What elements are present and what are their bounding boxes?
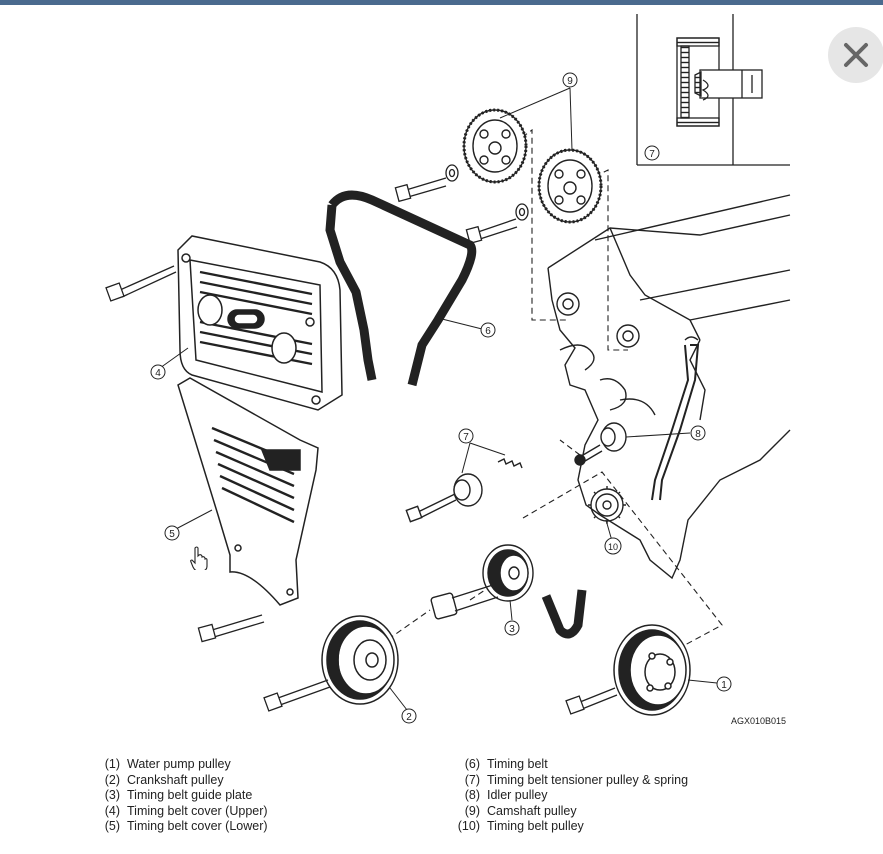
- camshaft-pulley-1: [462, 108, 528, 184]
- legend-item: (2)Crankshaft pulley: [104, 772, 224, 787]
- idler-pulley: [574, 422, 627, 466]
- window-top-bar: [0, 0, 883, 5]
- inset-callout: 7: [644, 145, 660, 161]
- legend-item: (6)Timing belt: [464, 757, 548, 771]
- crank-belt-segment: [541, 589, 587, 639]
- close-button[interactable]: [828, 27, 883, 83]
- timing-cover-upper: [177, 235, 343, 411]
- legend-right: (6)Timing belt (7)Timing belt tensioner …: [450, 757, 688, 835]
- upper-cover-bolt: [105, 265, 177, 302]
- svg-text:9: 9: [567, 76, 573, 87]
- legend-item: (9)Camshaft pulley: [464, 803, 577, 818]
- svg-text:7: 7: [463, 432, 469, 443]
- tensioner-pulley: [405, 458, 523, 523]
- legend-item: (7)Timing belt tensioner pulley & spring: [464, 772, 689, 787]
- callout-3: 3: [504, 620, 520, 636]
- svg-text:5: 5: [169, 529, 175, 540]
- svg-text:7: 7: [649, 149, 655, 160]
- svg-text:6: 6: [485, 326, 491, 337]
- svg-text:4: 4: [155, 368, 161, 379]
- guide-plate: [482, 544, 534, 602]
- svg-text:8: 8: [695, 429, 701, 440]
- crankshaft-pulley: [321, 615, 399, 705]
- legend-item: (10)Timing belt pulley: [457, 819, 584, 834]
- legend-item: (4)Timing belt cover (Upper): [104, 803, 268, 818]
- callout-7: 7: [458, 428, 474, 444]
- callout-5: 5: [164, 525, 180, 541]
- legend-item: (8)Idler pulley: [464, 788, 548, 803]
- lower-cover-bolt: [197, 614, 265, 643]
- callout-6: 6: [480, 322, 496, 338]
- water-pump-bolt: [565, 687, 618, 715]
- callout-2: 2: [401, 708, 417, 724]
- engine-block: [547, 194, 791, 580]
- hand-cursor-icon: [190, 546, 208, 570]
- svg-text:3: 3: [509, 624, 515, 635]
- camshaft-pulley-2: [537, 148, 603, 224]
- close-icon: [844, 43, 868, 67]
- callout-4: 4: [150, 364, 166, 380]
- callout-1: 1: [716, 676, 732, 692]
- callout-8: 8: [690, 425, 706, 441]
- tensioner-inset: [636, 14, 790, 166]
- diagram-code-label: AGX010B015: [731, 716, 786, 726]
- legend-item: (1)Water pump pulley: [104, 757, 231, 771]
- timing-belt: [325, 190, 477, 387]
- crank-bolt: [430, 583, 499, 620]
- callout-leaders: [159, 87, 718, 711]
- callout-10: 10: [604, 537, 622, 555]
- water-pump-pulley: [613, 624, 691, 716]
- timing-cover-lower: [177, 377, 319, 606]
- svg-text:2: 2: [406, 712, 412, 723]
- crankshaft-pulley-bolt: [263, 679, 331, 712]
- svg-text:1: 1: [721, 680, 727, 691]
- legend-left: (1)Water pump pulley (2)Crankshaft pulle…: [98, 757, 268, 835]
- camshaft-bolts: [394, 164, 529, 245]
- svg-text:10: 10: [608, 542, 618, 552]
- legend-item: (5)Timing belt cover (Lower): [104, 819, 268, 834]
- callout-9: 9: [562, 72, 578, 88]
- legend-item: (3)Timing belt guide plate: [104, 788, 253, 803]
